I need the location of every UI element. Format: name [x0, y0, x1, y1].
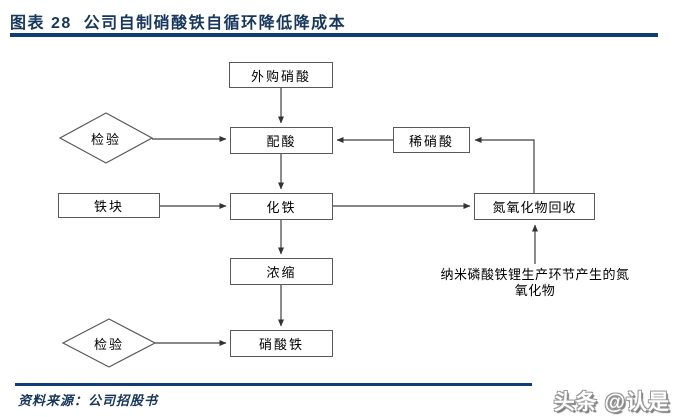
inspection-diamond-bottom: [61, 318, 157, 368]
source-line: 资料来源：公司招股书: [18, 393, 159, 408]
footer-rule: [15, 383, 532, 386]
nox-source-note: 纳米磷酸铁锂生产环节产生的氮氧化物: [440, 267, 630, 298]
node-purchased-nitric-acid: 外购硝酸: [229, 62, 333, 88]
watermark: 头条 @认是: [553, 391, 670, 414]
node-dilute-nitric-acid: 稀硝酸: [393, 127, 470, 153]
arrow-noxrecovery-to-dilute: [474, 137, 535, 193]
title-rule: [10, 33, 658, 37]
inspection-diamond-top: [58, 112, 154, 164]
inspection-label-bottom: 检验: [93, 336, 124, 352]
node-concentration: 浓缩: [230, 258, 333, 285]
inspection-label-top: 检验: [90, 131, 121, 147]
node-acid-blending: 配酸: [230, 127, 333, 154]
node-iron-block: 铁块: [58, 193, 160, 218]
figure-title: 图表 28 公司自制硝酸铁自循环降低降成本: [10, 15, 347, 32]
node-iron-dissolving: 化铁: [230, 193, 333, 220]
node-nox-recovery: 氮氧化物回收: [474, 193, 595, 220]
node-ferric-nitrate: 硝酸铁: [230, 330, 333, 357]
